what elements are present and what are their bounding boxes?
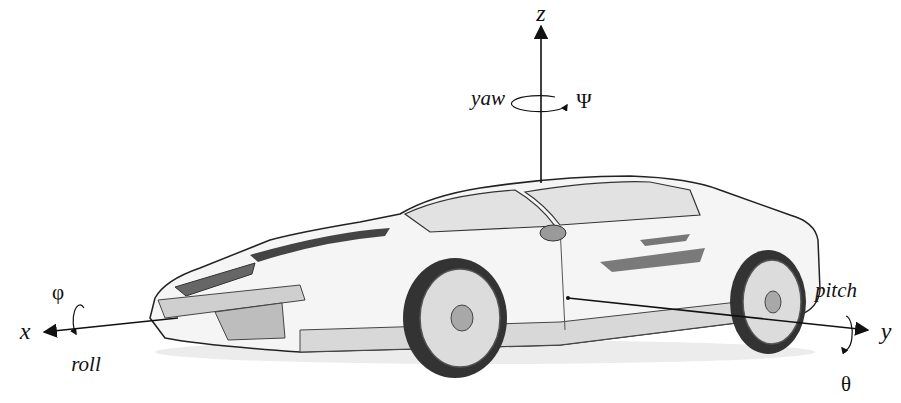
- door-line: [560, 226, 565, 330]
- rotation-name: roll: [71, 354, 101, 375]
- rear-hub: [765, 291, 781, 313]
- axis-name: z: [536, 1, 545, 25]
- side-intake: [600, 248, 705, 272]
- rotation-name: pitch: [815, 280, 857, 301]
- side-window: [525, 182, 700, 225]
- axis-name: y: [881, 319, 892, 343]
- y-axis: [568, 298, 868, 330]
- angle-symbol: Ψ: [576, 91, 592, 112]
- z-axis: [540, 26, 542, 183]
- side-mirror: [540, 225, 566, 241]
- body-sill: [300, 295, 800, 352]
- rotation-name: yaw: [471, 88, 505, 109]
- front-grille: [215, 303, 285, 340]
- front-rim: [420, 269, 500, 367]
- yaw-arrow: [511, 96, 567, 112]
- roll-arrow: [73, 305, 84, 334]
- hood-stripe: [250, 228, 390, 262]
- pitch-arrow: [842, 316, 852, 350]
- front-tyre: [403, 258, 507, 378]
- angle-symbol: φ: [52, 282, 64, 303]
- front-hub: [451, 305, 473, 331]
- x-axis: [44, 318, 178, 332]
- side-vent: [640, 234, 690, 246]
- rear-rim: [743, 260, 801, 344]
- rear-tyre: [730, 250, 806, 354]
- axis-name: x: [20, 319, 31, 343]
- angle-symbol: θ: [841, 374, 851, 395]
